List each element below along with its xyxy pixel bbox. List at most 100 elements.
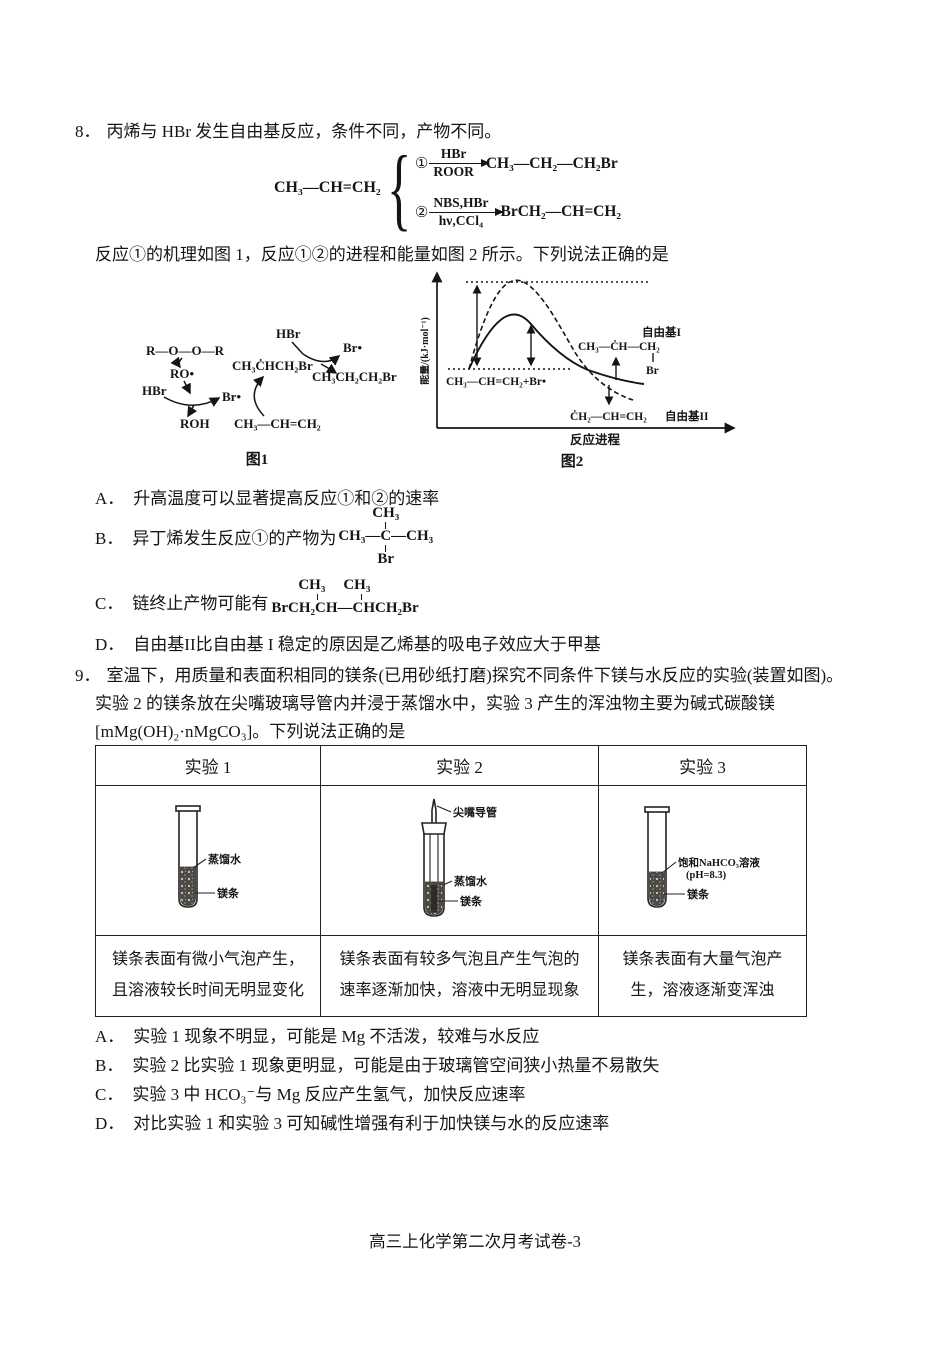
table-result-exp3: 镁条表面有大量气泡产 生，溶液逐渐变浑浊 [599,936,806,1016]
table-header-exp1: 实验 1 [96,746,321,786]
q8-option-b: B． 异丁烯发生反应①的产物为 CH₃ CH₃—C—CH₃ Br [95,505,434,567]
figure-1-mechanism: R—O—O—R RO• HBr Br• ROH CH₃—CH=CH₂ CH₃ĊH… [142,326,397,431]
product-2: BrCH₂—CH=CH₂ [500,203,622,221]
tube-3-mg-label: 镁条 [687,887,710,901]
q8-stem-text: 丙烯与 HBr 发生自由基反应，条件不同，产物不同。 [106,122,502,141]
fig2-radical1-formula: CH₃—ĊH—CH₂ [578,339,660,353]
tube-2-mg-strip [431,885,437,912]
tube-1-leaders [192,858,215,894]
q8-option-b-label: B． [95,529,124,549]
q8-option-a: A．升高温度可以显著提高反应①和②的速率 [95,484,439,509]
arrow-2-line [429,207,505,216]
q9-stem-text1: 室温下，用质量和表面积相同的镁条(已用砂纸打磨)探究不同条件下镁与水反应的实验(… [106,666,844,685]
q9-number: 9． [75,666,101,685]
fig1-propene: CH₃—CH=CH₂ [234,416,321,431]
fig2-radical1-name: 自由基I [642,325,681,339]
result-exp3-line2: 生，溶液逐渐变浑浊 [630,982,775,999]
reaction-scheme: CH₃—CH=CH₂ { ① HBr ROOR CH₃—CH₂—CH₂Br ② … [274,142,622,234]
b-bond-bottom [385,544,387,552]
table-diagram-exp1: 蒸馏水 镁条 [96,786,321,936]
energy-guides [448,281,654,406]
table-diagram-exp2: 尖嘴导管 蒸馏水 镁条 [321,786,599,936]
experiment-table: 实验 1 实验 2 实验 3 [95,745,807,1017]
table-result-exp2: 镁条表面有较多气泡且产生气泡的 速率逐渐加快，溶液中无明显现象 [321,936,599,1016]
b-bond-top [385,521,387,529]
tube-3-diagram: 饱和NaHCO₃溶液 (pH=8.3) 镁条 [644,806,760,908]
tube-3-leaders [661,861,685,895]
arrow-1-line [429,159,490,168]
q8-option-c-label: C． [95,594,124,613]
arrow-1-below: ROOR [433,164,474,180]
q9-stem-line1: 9． 室温下，用质量和表面积相同的镁条(已用砂纸打磨)探究不同条件下镁与水反应的实… [75,661,843,686]
scheme-path-2: ② NBS,HBr hν,CCl₄ BrCH₂—CH=CH₂ [414,195,622,229]
fig1-roh: ROH [180,416,210,431]
fig1-br-radical-left: Br• [222,389,241,404]
fig2-radical2-name: 自由基II [665,409,709,423]
q8-option-c-structure: CH₃ CH₃ BrCH₂CH—CHCH₂Br [271,577,418,616]
q9-option-c-label: C． [95,1085,124,1104]
mechanism-arrows [163,341,341,418]
tube-2-mg-label: 镁条 [460,894,483,908]
fig1-hbr-left: HBr [142,383,167,398]
fig2-radical1-br: Br [646,365,659,377]
q9-stem-line3: [mMg(OH)₂·nMgCO₃]。下列说法正确的是 [95,722,406,741]
q8-option-d-text: 自由基II比自由基 I 稳定的原因是乙烯基的吸电子效应大于甲基 [133,635,601,654]
q9-option-d-text: 对比实验 1 和实验 3 可知碱性增强有利于加快镁与水的反应速率 [133,1114,610,1133]
q8-stem: 8． 丙烯与 HBr 发生自由基反应，条件不同，产物不同。 [75,117,501,142]
q8-intro: 反应①的机理如图 1，反应①②的进程和能量如图 2 所示。下列说法正确的是 [95,245,669,264]
q8-option-d-label: D． [95,635,125,654]
page-footer: 高三上化学第二次月考试卷-3 [369,1232,581,1251]
table-header-exp2: 实验 2 [321,746,599,786]
tube-1-mg-label: 镁条 [217,886,240,900]
tube-2-pipe-label: 尖嘴导管 [453,805,497,819]
c-structure-formula: BrCH₂CH—CHCH₂Br [271,599,419,616]
table-result-exp1: 镁条表面有微小气泡产生， 且溶液较长时间无明显变化 [96,936,321,1016]
q9-stem-line2: 实验 2 的镁条放在尖嘴玻璃导管内并浸于蒸馏水中，实验 3 产生的浑浊物主要为碱… [95,694,775,713]
tube-2-leaders [436,805,458,902]
circled-2: ② [414,204,429,221]
q8-option-a-label: A． [95,489,125,508]
c-structure-bonds [271,593,418,600]
result-exp1-line1: 镁条表面有微小气泡产生， [111,951,304,968]
table-diagram-exp3: 饱和NaHCO₃溶液 (pH=8.3) 镁条 [599,786,806,936]
result-exp2-line1: 镁条表面有较多气泡且产生气泡的 [339,951,580,968]
figure-1-caption: 图1 [245,452,269,468]
fig1-ro-radical: RO• [170,366,195,381]
tube-3-solution-label: 饱和NaHCO₃溶液 [678,856,760,869]
result-exp2-line2: 速率逐渐加快，溶液中无明显现象 [339,982,580,999]
figure-2-energy-diagram: 能量/(kJ·mol⁻¹) 反应进程 CH₃—CH=CH₂+Br• CH₃—ĊH… [420,271,736,447]
tube-1-diagram: 蒸馏水 镁条 [175,805,242,908]
fig1-peroxide: R—O—O—R [146,343,225,358]
c-structure-methyl-2: CH₃ [343,577,371,593]
q8-option-b-text: 异丁烯发生反应①的产物为 [132,529,337,549]
table-header-exp3: 实验 3 [599,746,806,786]
fig1-hbr-top: HBr [276,326,301,341]
tube-3-ph-label: (pH=8.3) [686,870,727,881]
reaction-arrow-2: NBS,HBr hν,CCl₄ [429,195,505,229]
energy-curves [468,279,645,401]
q8-option-c: C．链终止产物可能有 CH₃ CH₃ BrCH₂CH—CHCH₂Br [95,577,419,616]
q8-option-b-structure: CH₃ CH₃—C—CH₃ Br [338,505,434,567]
reaction-arrow-1: HBr ROOR [429,146,490,180]
q9-option-b-label: B． [95,1056,124,1075]
dashed-curve-radical2 [468,279,634,401]
b-structure-top: CH₃ [372,505,400,521]
tube-2-diagram: 尖嘴导管 蒸馏水 镁条 [421,798,497,917]
solid-curve-radical1 [468,313,645,385]
tube-1-glass [175,805,201,908]
arrow-2-below: hν,CCl₄ [438,212,484,228]
b-structure-mid: CH₃—C—CH₃ [338,527,434,544]
q9-option-a: A．实验 1 现象不明显，可能是 Mg 不活泼，较难与水反应 [95,1022,539,1047]
q9-option-b-text: 实验 2 比实验 1 现象更明显，可能是由于玻璃管空间狭小热量不易散失 [132,1056,660,1075]
product-1: CH₃—CH₂—CH₂Br [485,154,618,172]
q9-option-d-label: D． [95,1114,125,1133]
arrow-1-above: HBr [440,146,467,162]
arrow-2-above: NBS,HBr [433,195,489,210]
q9-option-c: C． 实验 3 中 HCO₃⁻与 Mg 反应产生氢气，加快反应速率 [95,1080,526,1105]
tube-2-water-label: 蒸馏水 [454,874,488,888]
q9-option-c-text: 实验 3 中 HCO₃⁻与 Mg 反应产生氢气，加快反应速率 [132,1085,526,1104]
q8-option-d: D． 自由基II比自由基 I 稳定的原因是乙烯基的吸电子效应大于甲基 [95,630,601,655]
q8-number: 8． [75,122,101,141]
tube-3-contents [649,871,665,906]
